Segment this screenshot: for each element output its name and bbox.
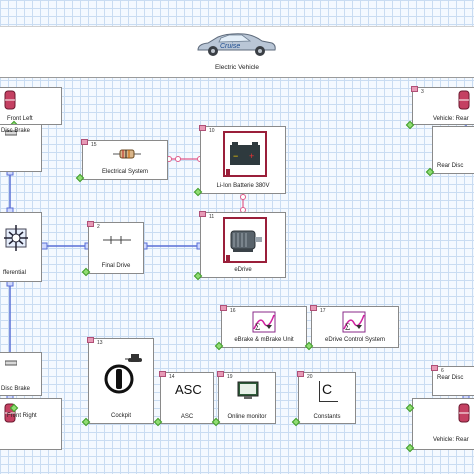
wheel-icon <box>458 90 470 110</box>
block-number: 3 <box>421 89 424 95</box>
cockpit-block[interactable]: 13 Cockpit <box>87 337 154 424</box>
block-number: 10 <box>209 128 215 134</box>
electrical-system-block[interactable]: 15 Electrical System <box>81 139 168 180</box>
block-number: 14 <box>169 374 175 380</box>
battery-icon: − + <box>223 131 267 177</box>
vehicle-title: Electric Vehicle <box>214 64 260 71</box>
param-flag-icon <box>297 371 304 377</box>
vehicle-rear-top-block[interactable]: 3 Vehicle: Rear <box>411 86 474 125</box>
differential-block[interactable]: fferential <box>0 212 42 282</box>
final-drive-label: Final Drive <box>101 263 131 269</box>
brake-icon <box>5 130 17 136</box>
block-number: 13 <box>97 340 103 346</box>
param-flag-icon <box>87 337 94 343</box>
param-flag-icon <box>411 86 418 92</box>
controller-icon: Σ <box>342 311 366 333</box>
block-number: 20 <box>307 374 313 380</box>
battery-block[interactable]: 10 − + Li-Ion Batterie 380V <box>199 125 286 194</box>
cockpit-label: Cockpit <box>110 413 131 419</box>
vehicle-rear-top-label: Vehicle: Rear <box>433 116 469 122</box>
differential-label: fferential <box>3 270 26 276</box>
vehicle-rear-bottom-block[interactable]: Vehicle: Rear <box>412 398 474 450</box>
block-number: 2 <box>97 224 100 230</box>
wheel-icon <box>4 90 16 110</box>
param-flag-icon <box>310 305 317 311</box>
online-monitor-label: Online monitor <box>227 414 267 420</box>
block-number: 11 <box>209 214 215 220</box>
monitor-icon <box>237 381 259 399</box>
wheel-icon <box>458 403 470 423</box>
electric-motor-icon <box>223 217 267 263</box>
brake-icon <box>5 360 17 366</box>
vehicle-title-block[interactable]: Cruise Electric Vehicle <box>0 26 474 78</box>
disc-brake-top-left-block[interactable]: Disc Brake <box>0 124 42 172</box>
rear-disc-bottom-block[interactable]: 6 Rear Disc <box>431 365 474 396</box>
electrical-system-label: Electrical System <box>101 169 148 175</box>
block-number: 6 <box>441 368 444 374</box>
ebrake-unit-block[interactable]: 16 Σ eBrake & mBrake Unit <box>220 305 307 348</box>
cruise-logo-text: Cruise <box>220 43 240 50</box>
edrive-control-block[interactable]: 17 Σ eDrive Control System <box>310 305 399 348</box>
battery-label: Li-Ion Batterie 380V <box>216 183 270 189</box>
param-flag-icon <box>199 125 206 131</box>
svg-text:+: + <box>249 151 254 161</box>
block-number: 16 <box>230 308 236 314</box>
block-number: 19 <box>227 374 233 380</box>
online-monitor-block[interactable]: 19 Online monitor <box>217 371 276 424</box>
front-right-wheel-block[interactable]: Front Right <box>0 398 62 450</box>
electric-port <box>175 156 181 162</box>
final-drive-block[interactable]: 2 Final Drive <box>87 221 144 274</box>
car-icon: Cruise <box>197 33 276 56</box>
constants-icon: C <box>319 381 338 402</box>
electric-port <box>240 194 246 200</box>
param-flag-icon <box>220 305 227 311</box>
disc-brake-bottom-left-block[interactable]: Disc Brake <box>0 352 42 396</box>
param-flag-icon <box>217 371 224 377</box>
front-right-label: Front Right <box>7 413 37 419</box>
svg-text:−: − <box>233 151 238 161</box>
block-number: 17 <box>320 308 326 314</box>
asc-icon: ASC <box>175 382 202 397</box>
rear-disc-top-label: Rear Disc <box>437 163 464 169</box>
rear-disc-top-block[interactable]: Rear Disc <box>432 126 474 174</box>
block-number: 15 <box>91 142 97 148</box>
svg-text:Σ: Σ <box>255 322 260 332</box>
front-left-label: Front Left <box>7 116 33 122</box>
constants-label: Constants <box>313 414 341 420</box>
differential-icon <box>4 225 28 251</box>
resistor-icon <box>113 149 141 159</box>
asc-label: ASC <box>180 414 194 420</box>
edrive-label: eDrive <box>234 267 252 273</box>
edrive-block[interactable]: 11 eDrive <box>199 211 286 278</box>
rear-disc-bottom-label: Rear Disc <box>437 375 464 381</box>
param-flag-icon <box>199 211 206 217</box>
svg-text:Σ: Σ <box>345 322 350 332</box>
param-flag-icon <box>159 371 166 377</box>
ebrake-label: eBrake & mBrake Unit <box>234 337 294 343</box>
param-flag-icon <box>81 139 88 145</box>
constants-block[interactable]: 20 C Constants <box>297 371 356 424</box>
param-flag-icon <box>431 365 438 371</box>
constants-icon-letter: C <box>322 381 333 397</box>
disc-brake-bottom-label: Disc Brake <box>1 386 31 392</box>
cockpit-icon <box>104 354 142 394</box>
gear-shaft-icon <box>103 236 131 244</box>
disc-brake-top-label: Disc Brake <box>1 128 31 134</box>
controller-icon: Σ <box>252 311 276 333</box>
vehicle-rear-bottom-label: Vehicle: Rear <box>433 437 469 443</box>
asc-block[interactable]: 14 ASC ASC <box>159 371 214 424</box>
param-flag-icon <box>87 221 94 227</box>
edrive-control-label: eDrive Control System <box>324 337 386 343</box>
front-left-wheel-block[interactable]: Front Left <box>0 87 62 125</box>
